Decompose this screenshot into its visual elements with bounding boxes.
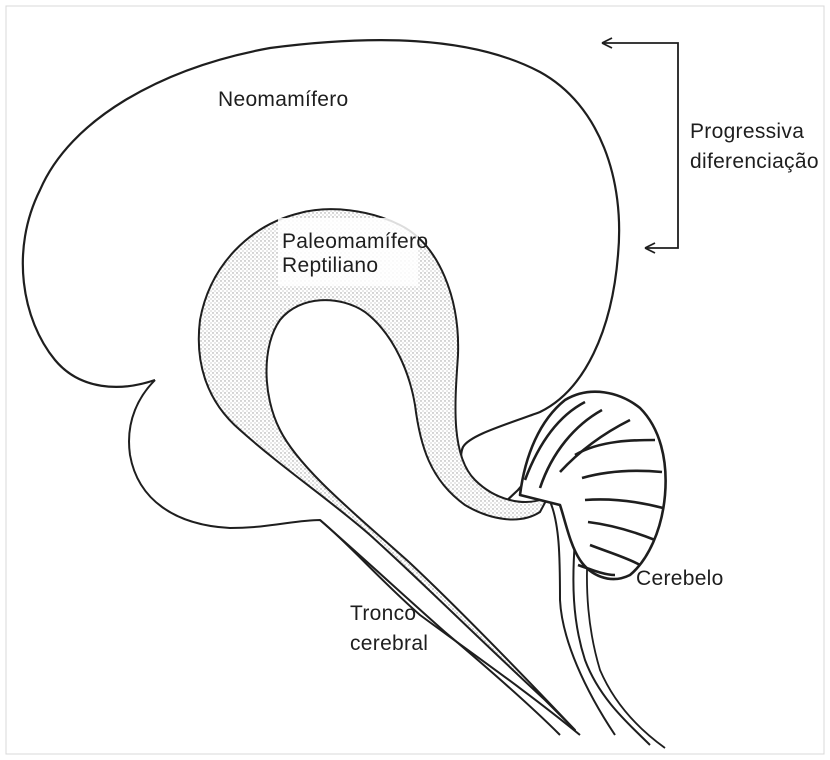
label-tronco-line2: cerebral — [350, 632, 428, 655]
label-neomamifero: Neomamífero — [218, 88, 349, 111]
label-paleomamifero: Paleomamífero — [282, 230, 428, 253]
label-tronco-line1: Tronco — [350, 602, 416, 625]
label-reptiliano: Reptiliano — [282, 254, 378, 277]
label-cerebelo: Cerebelo — [636, 567, 724, 590]
label-progressiva-line2: diferenciação — [690, 150, 819, 173]
neomamifero-lower-lobe — [129, 380, 580, 735]
label-progressiva-line1: Progressiva — [690, 120, 804, 143]
cerebelo-structure — [520, 392, 666, 579]
brainstem-line-inner — [320, 520, 560, 735]
progressiva-bracket — [602, 38, 678, 253]
